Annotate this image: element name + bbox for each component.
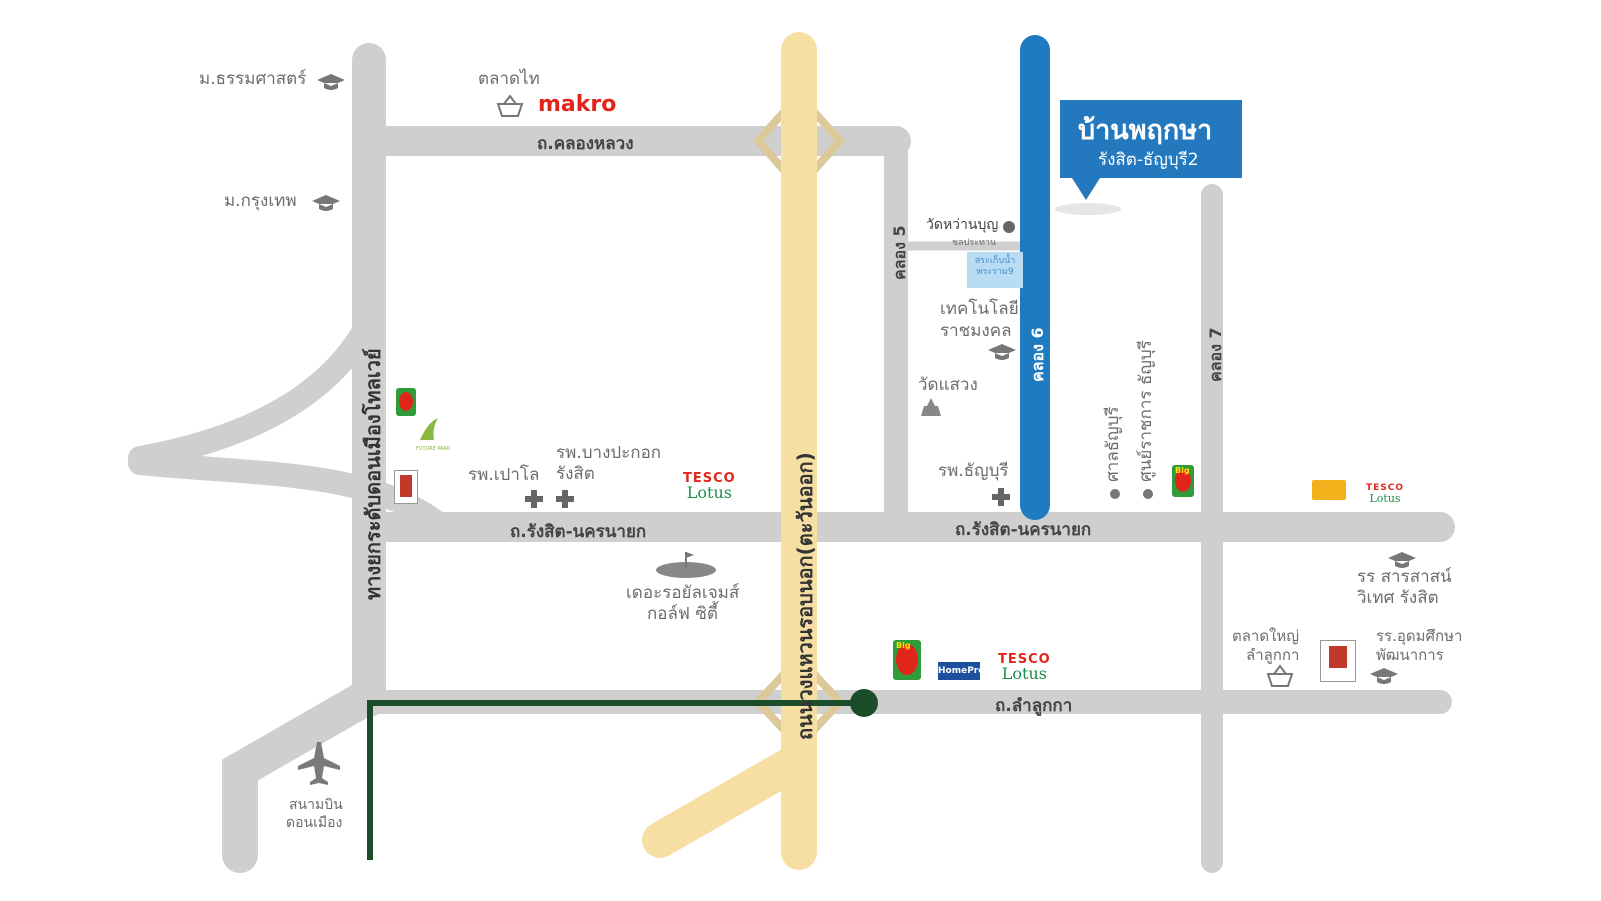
road-label-khlong-7: คลอง 7 xyxy=(1206,327,1225,382)
future-park-label: FUTURE PARK xyxy=(416,446,451,452)
big-c-text: Big xyxy=(896,641,911,650)
basket-icon xyxy=(1266,664,1294,687)
road-network xyxy=(128,43,1455,873)
project-subtitle: รังสิต-ธัญบุรี2 xyxy=(1098,150,1199,170)
lotus-text: Lotus xyxy=(1369,492,1401,505)
court-marker xyxy=(1110,489,1120,499)
golf-icon xyxy=(656,552,716,578)
project-location-shadow xyxy=(1055,203,1121,215)
big-c-text: Big xyxy=(1175,466,1190,475)
road-label-small: ชลประทาน xyxy=(952,238,997,248)
ring-road xyxy=(642,32,817,870)
label-govt-center: ศูนย์ราชการ ธัญบุรี xyxy=(1136,340,1156,482)
airplane-icon xyxy=(298,742,340,785)
label-wat-saeng: วัดแสวง xyxy=(918,375,978,395)
label-udom-1: รร.อุดมศึกษา xyxy=(1376,627,1463,645)
tesco-text: TESCO xyxy=(1366,483,1405,493)
homepro-logo: HomePro xyxy=(938,662,984,680)
label-sarasas-1: รร สารสาสน์ xyxy=(1357,567,1452,587)
route-endpoint xyxy=(850,689,878,717)
road-label-ring-road: ถนนวงแหวนรอบนอก(ตะวันออก) xyxy=(793,452,817,740)
road-label-tollway: ทางยกระดับดอนเมืองโทลเวย์ xyxy=(361,348,385,600)
big-c-logo xyxy=(396,388,416,416)
lotus-text: Lotus xyxy=(686,483,732,502)
callout-pointer xyxy=(1072,178,1100,200)
label-golf-1: เดอะรอยัลเจมส์ xyxy=(626,583,740,603)
road-label-khlong-6: คลอง 6 xyxy=(1028,327,1047,382)
school-icons xyxy=(312,74,1416,684)
graduation-cap-icon xyxy=(317,74,345,90)
graduation-cap-icon xyxy=(988,344,1016,360)
graduation-cap-icon xyxy=(1388,552,1416,568)
market-logo xyxy=(1320,640,1356,682)
big-c-logo: Big xyxy=(893,640,921,680)
label-court: ศาลธัญบุรี xyxy=(1103,406,1123,482)
tesco-lotus-logo: TESCO Lotus xyxy=(1366,483,1405,505)
temple-icon xyxy=(921,398,941,416)
govt-marker xyxy=(1143,489,1153,499)
label-rmutt-1: เทคโนโลยี xyxy=(940,299,1019,319)
label-water-reservoir: สระเก็บน้ำ พระราม9 xyxy=(974,256,1016,277)
label-bangpakok-1: รพ.บางปะกอก xyxy=(556,443,662,463)
label-market-1: ตลาดใหญ่ xyxy=(1232,627,1300,645)
big-c-logo: Big xyxy=(1172,465,1194,497)
label-bangkok-univ: ม.กรุงเทพ xyxy=(224,191,297,211)
label-sarasas-2: วิเทศ รังสิต xyxy=(1357,588,1439,608)
label-wat-pha-wan-boon: วัดหว่านบุญ xyxy=(926,217,999,233)
makro-logo: makro xyxy=(538,92,617,117)
water-reservoir-box: สระเก็บน้ำ พระราม9 xyxy=(967,252,1023,288)
road-label-rangsit-right: ถ.รังสิต-นครนายก xyxy=(955,520,1092,540)
hospital-icon xyxy=(992,488,1010,506)
tesco-lotus-logo: TESCO Lotus xyxy=(683,472,736,501)
hospital-icon xyxy=(525,490,543,508)
tesco-text: TESCO xyxy=(683,471,736,486)
lotus-text: Lotus xyxy=(1001,664,1047,683)
basket-icon xyxy=(496,94,524,117)
label-thammasat: ม.ธรรมศาสตร์ xyxy=(199,69,307,89)
hospital-icon xyxy=(556,490,574,508)
future-park-icon xyxy=(420,418,438,440)
graduation-cap-icon xyxy=(312,195,340,211)
label-udom-2: พัฒนาการ xyxy=(1376,646,1444,664)
tesco-lotus-logo: TESCO Lotus xyxy=(998,653,1051,682)
label-airport-1: สนามบิน xyxy=(289,797,343,813)
graduation-cap-icon xyxy=(1370,668,1398,684)
shop-logo xyxy=(1312,480,1346,500)
label-thanyaburi-hospital: รพ.ธัญบุรี xyxy=(938,461,1009,481)
road-diagonal-airport xyxy=(222,682,380,873)
hospital-icons xyxy=(525,488,1010,508)
tesco-text: TESCO xyxy=(998,652,1051,667)
road-curve-upper xyxy=(128,308,382,470)
project-callout: บ้านพฤกษา รังสิต-ธัญบุรี2 xyxy=(1060,100,1242,178)
label-bangpakok-2: รังสิต xyxy=(556,464,595,484)
label-talad-thai: ตลาดไท xyxy=(478,69,540,89)
project-name: บ้านพฤกษา xyxy=(1078,115,1213,146)
ring-road-diagonal xyxy=(642,742,817,858)
road-label-khlong-5: คลอง 5 xyxy=(890,225,909,280)
route-green xyxy=(367,700,864,860)
market-icons xyxy=(496,94,1294,687)
label-rmutt-2: ราชมงคล xyxy=(940,321,1012,341)
road-label-lam-luk-ka: ถ.ลำลูกกา xyxy=(995,696,1073,716)
road-label-rangsit-left: ถ.รังสิต-นครนายก xyxy=(510,522,647,542)
road-curve-lower xyxy=(128,451,452,537)
label-market-2: ลำลูกกา xyxy=(1246,646,1300,664)
mall-logo xyxy=(394,470,418,504)
road-label-khlong-luang: ถ.คลองหลวง xyxy=(537,134,634,154)
label-golf-2: กอล์ฟ ซิตี้ xyxy=(647,604,718,624)
label-paolo-hospital: รพ.เปาโล xyxy=(468,465,540,485)
label-airport-2: ดอนเมือง xyxy=(286,815,343,831)
wat-marker xyxy=(1003,221,1015,233)
